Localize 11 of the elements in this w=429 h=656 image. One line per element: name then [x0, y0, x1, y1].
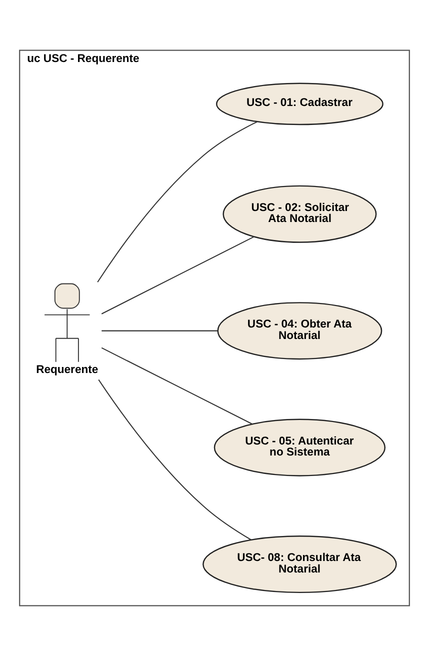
connector: [102, 330, 218, 332]
connector: [97, 121, 258, 282]
node-ellipse: USC - 01: Cadastrar: [216, 82, 384, 126]
connector: [98, 379, 252, 540]
connector: [101, 236, 254, 314]
connector: [101, 347, 253, 425]
node-label: Requerente: [36, 364, 98, 376]
node-ellipse: USC - 04: Obter Ata Notarial: [217, 302, 382, 360]
node-ellipse: USC- 08: Consultar Ata Notarial: [202, 536, 397, 594]
node-ellipse: USC - 05: Autenticar no Sistema: [214, 418, 386, 476]
node-ellipse: USC - 02: Solicitar Ata Notarial: [222, 185, 377, 243]
